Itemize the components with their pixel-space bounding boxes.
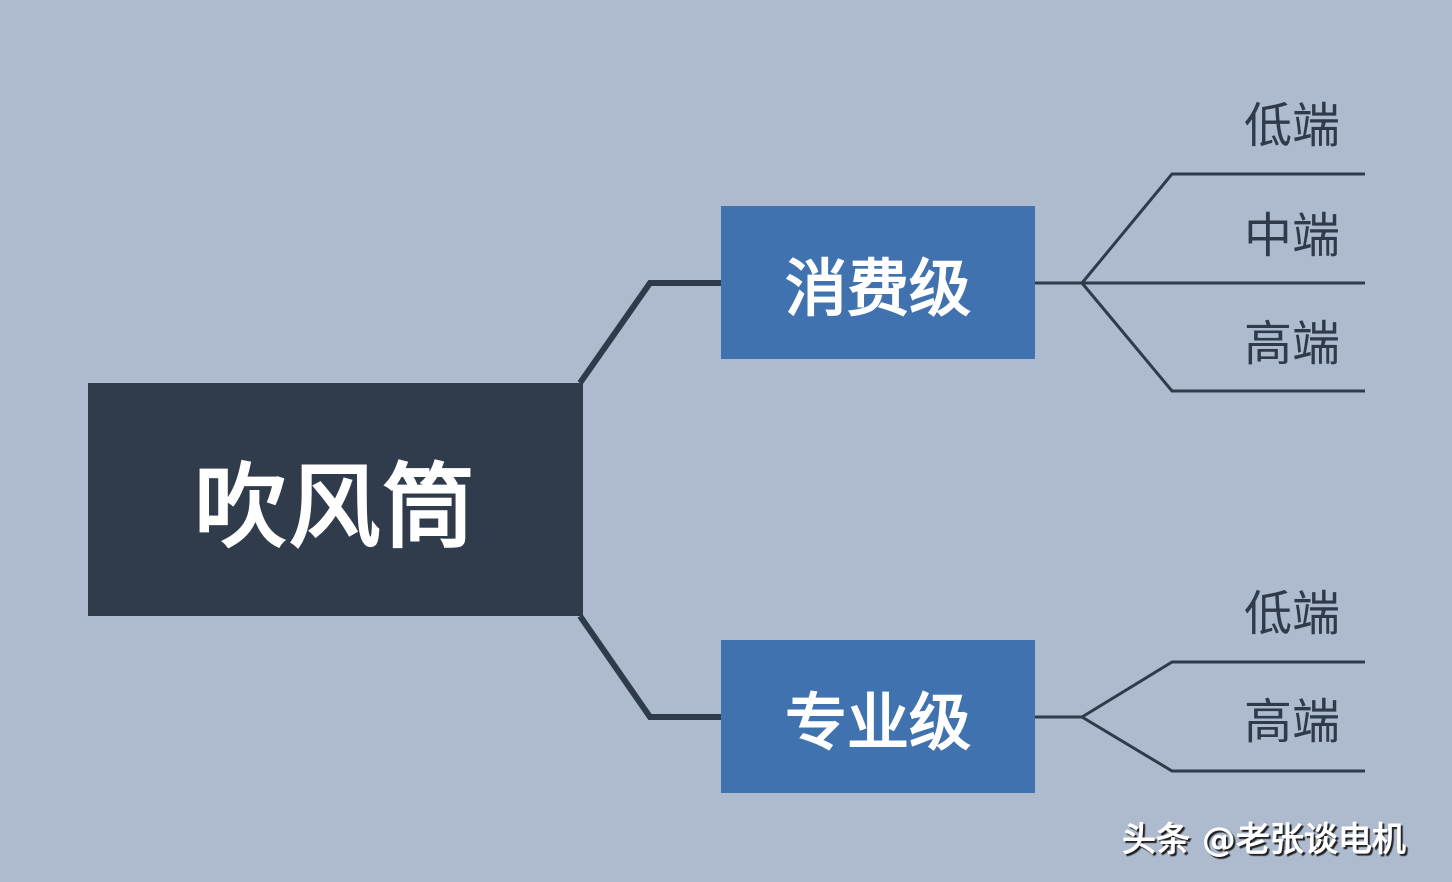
leaf-professional-high: 高端 bbox=[1243, 694, 1340, 750]
connector-professional-high bbox=[1081, 715, 1365, 773]
root-label: 吹风筒 bbox=[194, 454, 477, 561]
branch-label: 消费级 bbox=[784, 251, 971, 325]
leaf-consumer-low: 低端 bbox=[1243, 98, 1340, 154]
branch-node-consumer: 消费级 bbox=[721, 206, 1035, 359]
leaf-professional-low: 低端 bbox=[1243, 586, 1340, 642]
leaf-consumer-mid: 中端 bbox=[1243, 208, 1340, 264]
watermark: 头条 @老张谈电机 bbox=[1122, 820, 1406, 860]
root-node: 吹风筒 bbox=[88, 383, 583, 616]
leaf-consumer-high: 高端 bbox=[1243, 316, 1340, 372]
connector-consumer-low bbox=[1080, 172, 1365, 284]
connector-consumer-high bbox=[1080, 282, 1365, 393]
connector-professional-low bbox=[1081, 660, 1365, 719]
connector-root-to-consumer bbox=[577, 280, 721, 385]
branch-node-professional: 专业级 bbox=[721, 640, 1035, 793]
connector-root-to-professional bbox=[577, 614, 721, 720]
branch-label: 专业级 bbox=[784, 685, 971, 759]
